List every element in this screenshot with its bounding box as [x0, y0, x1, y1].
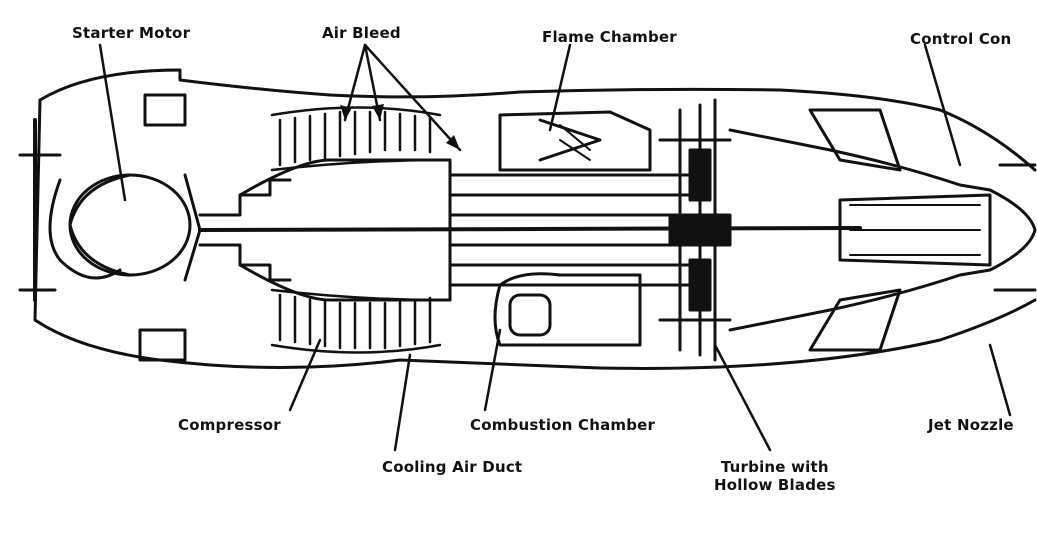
shaft-upper	[198, 178, 292, 217]
label-air-bleed: Air Bleed	[322, 24, 401, 42]
starter-block-bottom	[138, 328, 187, 362]
starter-mount	[183, 173, 202, 282]
label-control-cone: Control Con	[910, 30, 1012, 48]
rear-ducts-lower	[808, 288, 902, 352]
flame-chamber-lines	[559, 124, 591, 161]
control-cone-struts	[849, 204, 981, 256]
outer-casing-top	[38, 68, 1037, 172]
flame-chamber-cone	[538, 118, 602, 162]
nozzle-exit	[988, 188, 1037, 272]
label-combustion-chamber: Combustion Chamber	[470, 416, 656, 434]
label-cooling-air-duct: Cooling Air Duct	[382, 458, 523, 476]
label-starter-motor: Starter Motor	[72, 24, 191, 42]
intake-tick-top	[18, 153, 62, 292]
compressor-body	[238, 158, 452, 302]
label-turbine-line1: Turbine with	[720, 458, 829, 476]
shaft-lower	[198, 243, 292, 282]
control-cone-body	[838, 193, 992, 267]
leader-jet-nozzle	[988, 343, 1012, 417]
rear-ducts-upper	[808, 108, 902, 172]
leader-lines	[98, 43, 1012, 452]
lower-combustor	[493, 272, 642, 347]
flame-chamber-outline	[498, 110, 652, 172]
label-compressor: Compressor	[178, 416, 281, 434]
leader-starter-motor	[98, 43, 127, 202]
leader-flame-chamber	[548, 43, 572, 132]
starter-motor-body	[68, 173, 192, 277]
starter-block-top	[143, 93, 187, 127]
main-shaft	[198, 226, 862, 232]
jet-pipe-upper	[728, 128, 992, 192]
leader-control-cone	[923, 43, 962, 167]
label-flame-chamber: Flame Chamber	[542, 28, 677, 46]
intake-inner	[48, 178, 122, 280]
leader-turbine	[713, 343, 772, 452]
label-turbine-hollow-blades: Turbine with Hollow Blades	[714, 458, 836, 494]
label-jet-nozzle: Jet Nozzle	[928, 416, 1014, 434]
label-turbine-line2: Hollow Blades	[714, 476, 836, 494]
turbine-discs	[658, 98, 732, 362]
leader-compressor	[288, 338, 322, 412]
leader-combustion-chamber	[483, 328, 502, 412]
outer-casing	[33, 98, 1037, 370]
jet-pipe-lower	[728, 268, 992, 332]
leader-cooling-air-duct	[393, 353, 412, 452]
exhaust-tick	[993, 163, 1037, 292]
leader-air-bleed-3	[363, 43, 462, 152]
lower-combustor-window	[508, 293, 552, 337]
leader-arrowheads	[340, 104, 460, 150]
starter-motor-nose	[68, 173, 132, 277]
